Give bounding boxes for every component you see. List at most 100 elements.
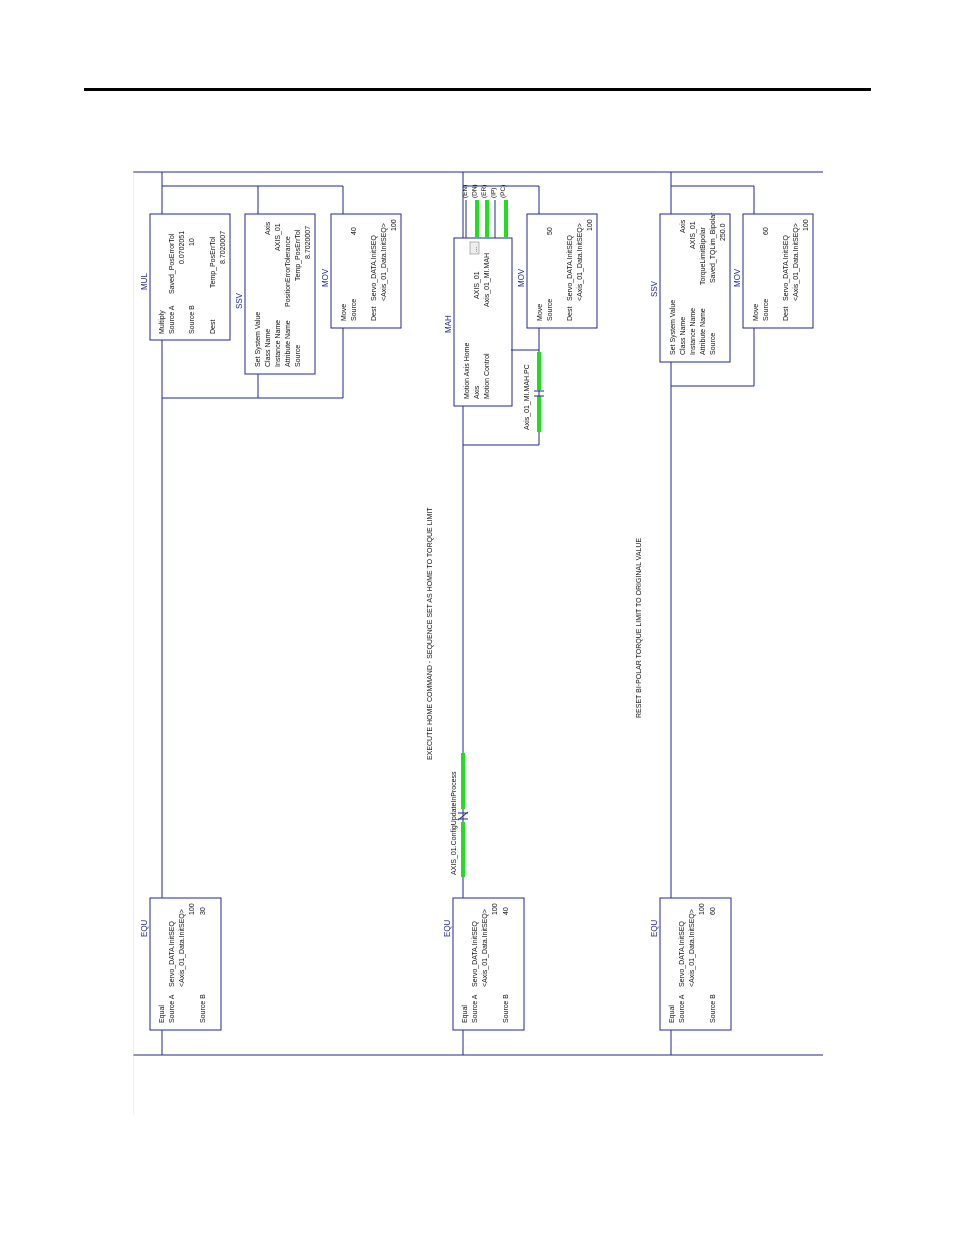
rung-2-mah-out-energized-3	[504, 200, 508, 238]
rung-3-mov-dest-tag: Servo_DATA.InitSEQ	[783, 235, 790, 301]
rung-1-mul-src-b-val: 10	[189, 238, 196, 246]
rung-2-mov-text: MOV Move Source 50 Dest Servo_DATA.InitS…	[517, 219, 594, 321]
rung-1-ssv-attr-label: Attribute Name	[285, 320, 292, 367]
rung-3-ssv-title: SSV	[650, 280, 659, 297]
rung-3-equ-src-b-label: Source B	[710, 994, 717, 1023]
rung-2-xio-tag: AXIS_01.ConfigUpdateInProcess	[451, 771, 458, 875]
rung-1-mul-src-a-label: Source A	[169, 305, 176, 334]
rung-1-ssv-text: SSV Set System Value Class Name Axis Ins…	[235, 221, 312, 367]
rung-2-equ-src-a-num: 100	[492, 903, 499, 915]
rung-2-pc-energized-bottom	[537, 396, 541, 432]
rung-2-xio-slash	[457, 811, 469, 821]
rung-2-mah-out-energized-2	[485, 200, 489, 238]
rung-3-ssv-cls-label: Class Name	[680, 317, 687, 355]
rung-3-mov-dest-label: Dest	[783, 307, 790, 321]
rung-1-equ-instr: Equal	[159, 1005, 166, 1023]
rung-2-mov-dest-num: 100	[587, 219, 594, 231]
rung-3-ssv-inst-val: AXIS_01	[690, 221, 697, 249]
rung-2-equ-text: EQU Equal Source A Servo_DATA.InitSEQ <A…	[443, 903, 510, 1023]
rung-3-equ-src-a-label: Source A	[679, 994, 686, 1023]
rung-2-mah-ellipsis: ...	[473, 247, 479, 252]
rung-3-ssv-inst-label: Instance Name	[690, 308, 697, 355]
rung-2-mah-status-bits: (EN)(DN)(ER)(IP)(PC)	[462, 184, 507, 198]
rung-1-mov-dest-val: <Axis_01_Data.InitSEQ>	[381, 223, 388, 301]
rung-2-mah-bit-er: (ER)	[481, 185, 488, 198]
rung-1-ssv-attr-val: PositionErrorTolerance	[285, 236, 292, 307]
rung-3-equ-src-a-val: <Axis_01_Data.InitSEQ>	[689, 909, 696, 987]
rung-2-mov-src-val: 50	[547, 227, 554, 235]
rung-3-ssv-attr-label: Attribute Name	[700, 308, 707, 355]
rung-1-mul-src-b-label: Source B	[189, 305, 196, 334]
rung-3-equ-text: EQU Equal Source A Servo_DATA.InitSEQ <A…	[650, 903, 717, 1023]
rung-1-mul-src-a-tag: Saved_PosErrorTol	[169, 233, 176, 294]
rung-2-equ-instr: Equal	[462, 1005, 469, 1023]
rung-2-mah-bit-pc: (PC)	[500, 185, 507, 198]
rung-1-mul-box[interactable]	[149, 213, 231, 341]
rung-2-mah-axis-val: AXIS_01	[474, 271, 481, 299]
rung-3-ssv-text: SSV Set System Value Class Name Axis Ins…	[650, 212, 727, 355]
rung-1-mul-dest-val: 8.7020007	[220, 231, 227, 264]
rung-3-mov-box[interactable]	[742, 213, 814, 329]
rung-1-equ-src-a-label: Source A	[169, 994, 176, 1023]
page-header-rule	[84, 88, 871, 91]
rung-2-mah-ellipsis-button[interactable]	[469, 241, 480, 255]
rung-1-mov-text: MOV Move Source 40 Dest Servo_DATA.InitS…	[321, 219, 398, 321]
rung-3-comment: RESET BI-POLAR TORQUE LIMIT TO ORIGINAL …	[636, 538, 643, 718]
rung-1-mov-dest-label: Dest	[371, 307, 378, 321]
rung-2-equ-title: EQU	[443, 919, 452, 937]
rung-2-comment: EXECUTE HOME COMMAND - SEQUENCE SET AS H…	[427, 507, 434, 760]
rung-3-ssv-cls-val: Axis	[680, 219, 687, 233]
rung-1-mul-title: MUL	[140, 273, 149, 290]
rung-1-ssv-src-val: 8.7020007	[305, 226, 312, 259]
rung-3-equ-box[interactable]	[659, 897, 732, 1031]
rung-2-mah-title: MAH	[444, 315, 453, 333]
rung-2-mov-dest-label: Dest	[567, 307, 574, 321]
rung-1-ssv-inst-val: AXIS_01	[275, 223, 282, 251]
rung-1-ssv-src-tag: Temp_PosErrTol	[295, 229, 302, 281]
rung-1-mov-title: MOV	[321, 268, 330, 287]
rung-1-mul-src-a-val: 0.0702051	[179, 231, 186, 264]
rung-2-mah-mc-val: Axis_01_MI.MAH	[484, 253, 491, 307]
rung-2-mah-instr: Motion Axis Home	[464, 342, 471, 399]
rung-1-equ-title: EQU	[140, 919, 149, 937]
rung-3-mov-dest-num: 100	[803, 219, 810, 231]
rung-2-mov-instr: Move	[537, 304, 544, 321]
rung-3-equ-src-a-num: 100	[699, 903, 706, 915]
rung-1-ssv-cls-label: Class Name	[265, 329, 272, 367]
rung-1-ssv-instr: Set System Value	[255, 312, 262, 367]
rung-2-mah-bit-ip: (IP)	[491, 188, 498, 198]
rung-2: AXIS_01.ConfigUpdateInProcess EXECUTE HO…	[427, 172, 598, 1055]
rung-3-ssv-instr: Set System Value	[670, 300, 677, 355]
rung-1-equ-box[interactable]	[149, 897, 222, 1031]
rung-1-equ-src-b-label: Source B	[200, 994, 207, 1023]
rung-3-ssv-box[interactable]	[659, 213, 731, 363]
rung-2-xio-energized-top	[461, 753, 465, 809]
rung-1-mov-box[interactable]	[330, 213, 402, 329]
rung-3-mov-src-label: Source	[763, 299, 770, 321]
rung-1-mul-text: MUL Multiply Source A Saved_PosErrorTol …	[140, 231, 227, 334]
rung-2-equ-box[interactable]	[452, 897, 525, 1031]
rung-2-pc-energized-top	[537, 352, 541, 390]
rung-3-ssv-attr-val: TorqueLimitBipolar	[700, 226, 707, 285]
rung-2-mov-dest-tag: Servo_DATA.InitSEQ	[567, 235, 574, 301]
rung-2-equ-src-a-tag: Servo_DATA.InitSEQ	[472, 921, 479, 987]
rung-2-mah-axis-label: Axis	[474, 385, 481, 399]
rung-1-ssv-inst-label: Instance Name	[275, 320, 282, 367]
rung-2-pc-tag: Axis_01_MI.MAH.PC	[524, 364, 531, 430]
rung-2-mov-box[interactable]	[526, 213, 598, 329]
rung-1-mov-instr: Move	[341, 304, 348, 321]
rung-2-mah-mc-label: Motion Control	[484, 353, 491, 399]
rung-1-mul-dest-label: Dest	[210, 320, 217, 334]
rung-1-ssv-box[interactable]	[244, 213, 316, 375]
rung-2-mah-text: MAH Motion Axis Home Axis AXIS_01 Motion…	[444, 253, 491, 399]
rung-3-equ-instr: Equal	[669, 1005, 676, 1023]
rung-1-ssv-title: SSV	[235, 292, 244, 309]
rung-1-ssv-src-label: Source	[295, 345, 302, 367]
rung-2-mah-box[interactable]	[453, 237, 513, 407]
rung-1-equ-src-a-tag: Servo_DATA.InitSEQ	[169, 921, 176, 987]
rung-3-ssv-src-tag: Saved_TQLim_Bipolar	[710, 212, 717, 283]
rung-2-mah-out-energized-1	[475, 200, 479, 238]
rung-1-mul-instr: Multiply	[159, 310, 166, 334]
rung-3-ssv-src-val: 250.0	[720, 223, 727, 241]
